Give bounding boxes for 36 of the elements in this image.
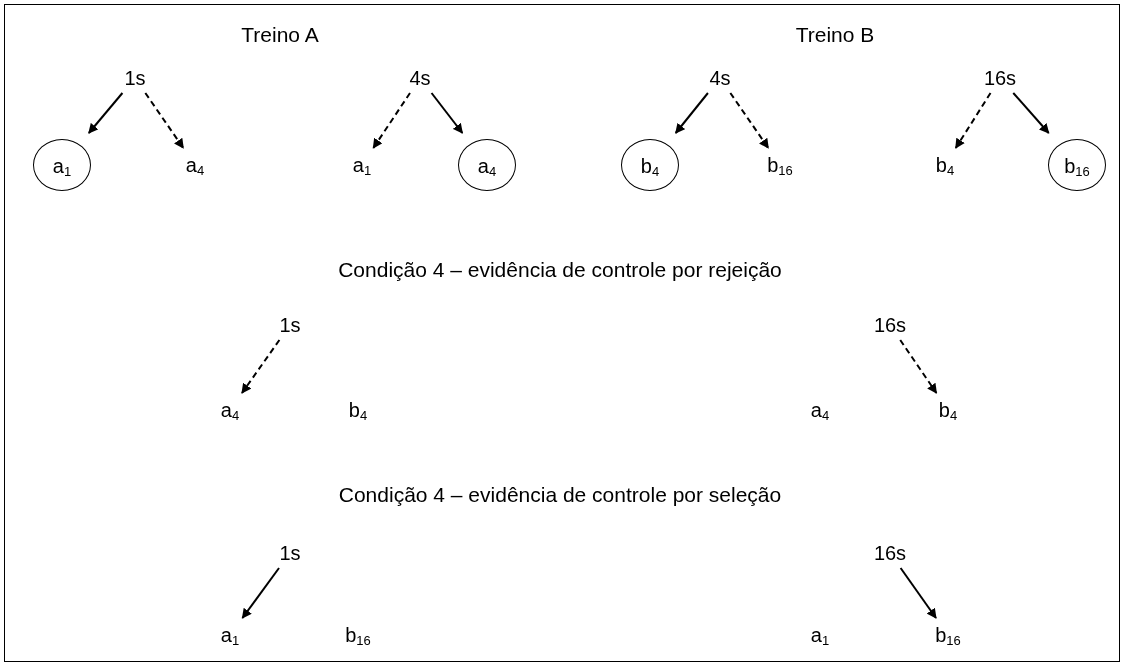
stimulus-label: b$_{16}$	[933, 624, 963, 646]
arrow	[241, 567, 280, 619]
stimulus-label: a$_{1}$	[350, 154, 374, 176]
stimulus-label: 1s	[277, 542, 303, 564]
stimulus-label: 1s	[122, 67, 148, 89]
stimulus-label: a$_{4}$	[218, 399, 242, 421]
stimulus-label: 4s	[407, 67, 433, 89]
arrow	[899, 567, 937, 619]
stimulus-label: a$_{4}$	[183, 154, 207, 176]
stimulus-label: b$_{16}$	[765, 154, 795, 176]
stimulus-label: b$_{4}$	[346, 399, 370, 421]
arrow	[1012, 92, 1050, 134]
arrow	[430, 92, 464, 134]
arrow	[729, 92, 770, 149]
arrow	[241, 339, 281, 394]
arrow	[899, 339, 938, 394]
stimulus-label: 1s	[277, 314, 303, 336]
section-title: Treino B	[795, 23, 875, 47]
stimulus-label: 16s	[871, 542, 909, 564]
stimulus-label: b$_{16}$	[343, 624, 373, 646]
condition-heading: Condição 4 – evidência de controle por seleção	[338, 483, 782, 507]
stimulus-label: 4s	[707, 67, 733, 89]
arrow	[674, 92, 709, 134]
arrow	[954, 92, 992, 149]
stimulus-label: a$_{1}$	[218, 624, 242, 646]
stimulus-label: b$_{4}$	[933, 154, 957, 176]
stimulus-label: a$_{4}$	[808, 399, 832, 421]
arrow	[144, 92, 185, 149]
section-title: Treino A	[241, 23, 319, 47]
arrow	[87, 92, 124, 134]
stimulus-label: 16s	[981, 67, 1019, 89]
stimulus-label: a$_{1}$	[808, 624, 832, 646]
arrow	[372, 92, 411, 149]
stimulus-label: b$_{4}$	[936, 399, 960, 421]
stimulus-label: 16s	[871, 314, 909, 336]
condition-heading: Condição 4 – evidência de controle por rejeição	[338, 258, 782, 282]
